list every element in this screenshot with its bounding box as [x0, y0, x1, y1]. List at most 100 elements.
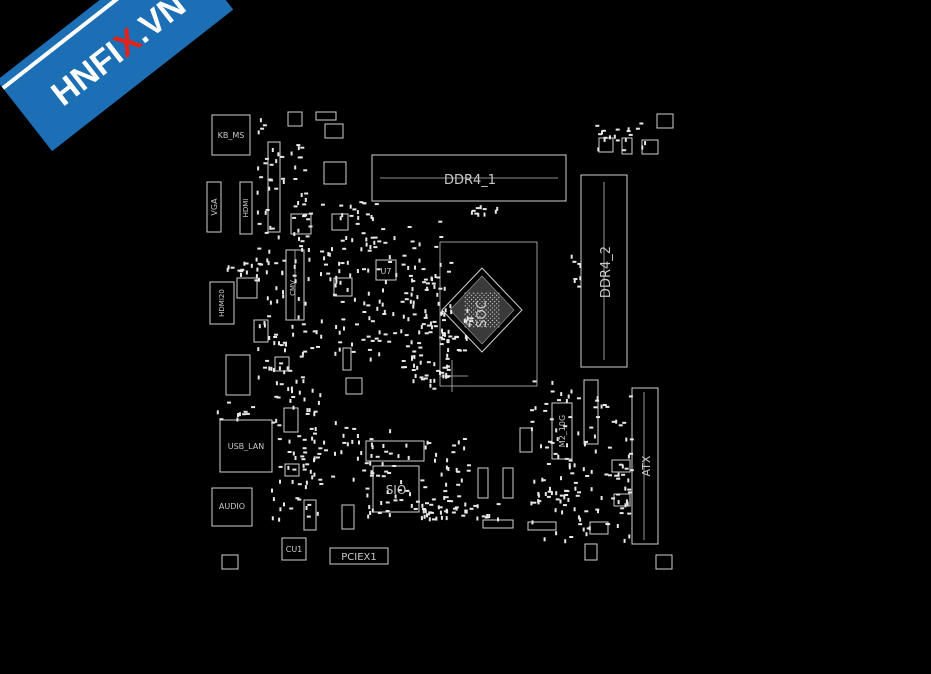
pad	[363, 301, 366, 306]
pad	[388, 513, 391, 518]
pad	[313, 472, 316, 477]
pad	[544, 492, 547, 496]
pad	[371, 445, 374, 450]
pad	[317, 400, 320, 405]
pad	[279, 479, 281, 484]
pad	[297, 435, 302, 438]
pad	[560, 392, 563, 397]
pad	[577, 491, 582, 494]
pad	[300, 376, 305, 379]
pad	[449, 304, 452, 309]
pad	[570, 254, 573, 259]
pad	[442, 374, 445, 379]
pad	[346, 260, 349, 265]
pad	[611, 497, 616, 500]
pad	[447, 467, 450, 471]
bga-ball	[481, 305, 483, 307]
pad	[439, 510, 442, 515]
pad	[400, 300, 405, 303]
pad	[276, 396, 281, 399]
bga-ball	[489, 305, 492, 307]
pad	[263, 162, 268, 165]
pad	[294, 165, 297, 170]
pad	[320, 334, 323, 339]
pad	[440, 472, 443, 477]
pad	[452, 337, 457, 340]
bga-ball	[479, 319, 481, 322]
pad	[563, 495, 566, 500]
pad	[355, 222, 360, 225]
pad	[292, 405, 295, 410]
pad	[378, 330, 381, 335]
bga-ball	[485, 292, 487, 294]
pad	[274, 262, 279, 265]
bga-ball	[464, 313, 466, 315]
pad	[567, 497, 570, 502]
bga-ball	[493, 296, 496, 299]
pad	[429, 379, 432, 383]
bga-ball	[464, 321, 466, 324]
pad	[420, 378, 425, 381]
pad	[567, 394, 570, 399]
bga-ball	[470, 307, 473, 309]
pad	[555, 491, 558, 496]
pad	[420, 479, 425, 482]
u7-chip: U7	[375, 259, 397, 281]
bga-ball	[487, 307, 489, 309]
pad	[315, 456, 320, 459]
pad	[627, 478, 630, 483]
pad	[428, 331, 433, 334]
pad	[411, 369, 416, 371]
pad	[297, 201, 300, 205]
pad	[367, 348, 372, 351]
bga-ball	[491, 298, 494, 301]
pad	[298, 156, 303, 159]
pad	[451, 451, 456, 454]
pad	[469, 507, 474, 510]
soc-chip: SOC	[439, 241, 538, 392]
pad	[549, 418, 554, 421]
pad	[431, 325, 433, 330]
pad	[589, 426, 594, 429]
pad	[389, 429, 392, 434]
bga-ball	[491, 311, 494, 313]
usb-lan-connector: USB_LAN	[219, 419, 273, 473]
pad	[353, 297, 356, 302]
bga-ball	[472, 313, 475, 315]
pad	[437, 301, 440, 306]
pad	[575, 494, 580, 497]
pad	[275, 418, 278, 423]
pad	[297, 146, 300, 151]
pad	[479, 205, 482, 210]
pad	[306, 515, 311, 518]
pad	[294, 279, 297, 284]
pad	[373, 240, 376, 245]
pad	[550, 441, 555, 444]
pad	[300, 455, 305, 458]
pad	[431, 282, 436, 285]
pad	[473, 504, 478, 507]
pad	[303, 169, 308, 172]
pad	[577, 285, 582, 288]
pad	[475, 207, 480, 210]
pad	[481, 515, 486, 518]
pad	[334, 283, 337, 288]
pad	[339, 216, 342, 221]
pad	[292, 274, 297, 277]
atx-label: ATX	[640, 455, 653, 476]
bga-ball	[493, 313, 496, 315]
pad	[443, 286, 446, 291]
pad	[382, 288, 384, 293]
pad	[370, 453, 373, 458]
pad	[423, 486, 428, 489]
pad	[412, 300, 415, 305]
pad	[464, 509, 467, 514]
pad	[369, 461, 372, 466]
pad	[260, 127, 265, 130]
pad	[365, 242, 368, 247]
pad	[320, 272, 322, 277]
pad	[297, 498, 302, 501]
pad	[446, 458, 449, 463]
pad	[568, 416, 573, 419]
pad	[530, 501, 533, 506]
